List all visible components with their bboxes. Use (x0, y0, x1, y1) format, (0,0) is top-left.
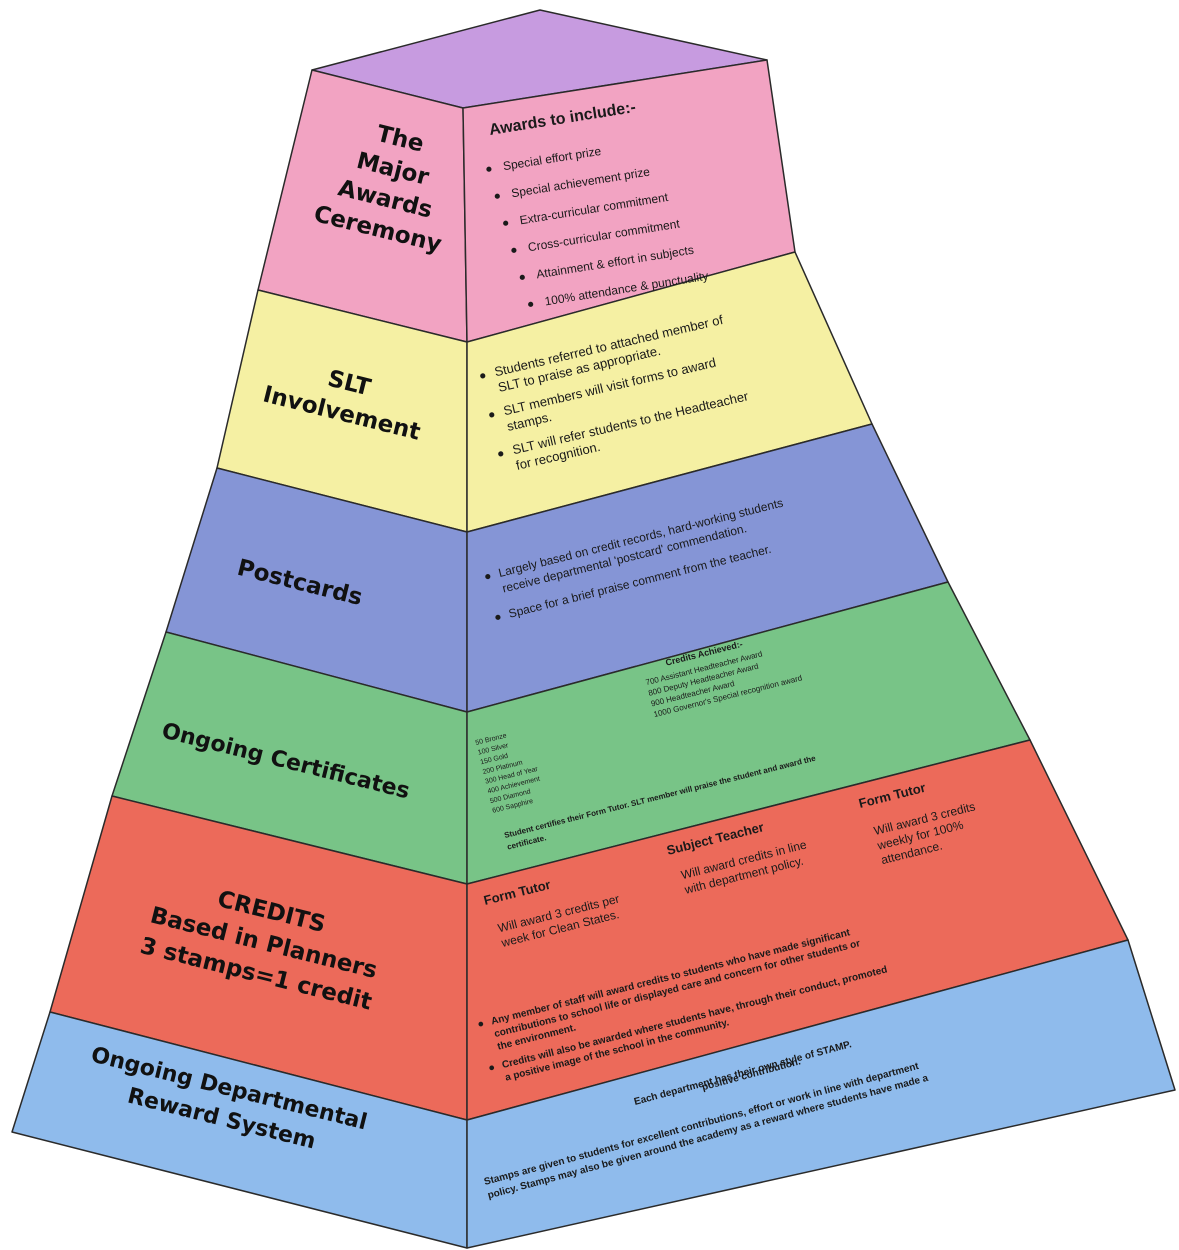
bullet-icon: ● (518, 269, 527, 284)
bullet-icon: ● (493, 188, 502, 203)
bullet-icon: ● (482, 568, 492, 583)
bullet-icon: ● (526, 296, 535, 311)
bullet-icon: ● (501, 215, 510, 230)
departmental-tier-right-face (466, 939, 1176, 1249)
bullet-icon: ● (484, 161, 493, 176)
bullet-icon: ● (487, 407, 497, 422)
bullet-icon: ● (487, 1061, 496, 1074)
bullet-icon: ● (496, 446, 506, 461)
bullet-icon: ● (493, 609, 503, 624)
bullet-icon: ● (509, 242, 518, 257)
bullet-icon: ● (476, 1018, 485, 1031)
bullet-icon: ● (478, 368, 488, 383)
